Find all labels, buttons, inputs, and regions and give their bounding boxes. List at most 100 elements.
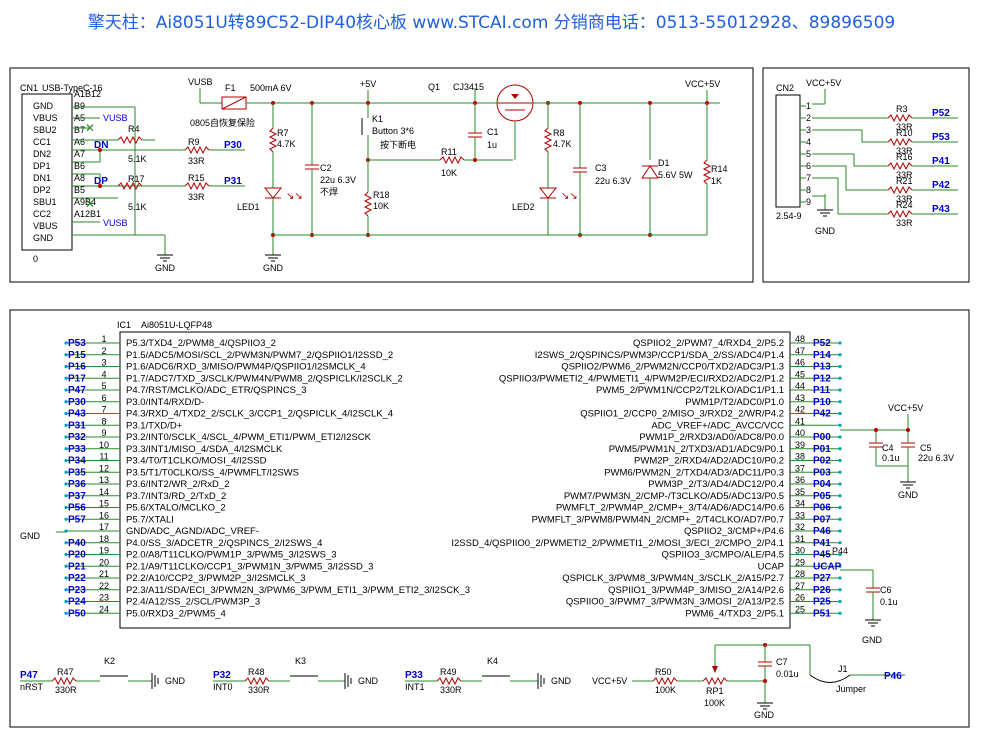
net-vusb-b: VUSB (103, 218, 128, 228)
b-rp1-ref: RP1 (706, 686, 724, 696)
cn1-connector: CN1 USB-TypeC-16 GNDVBUSSBU2CC1DN2DP1DN1… (20, 83, 103, 264)
ic1-right-net: P06 (813, 503, 831, 514)
reset-int-circuits: P47 nRST R47 330R K2 GND P32 INT0 R48 33… (20, 643, 905, 720)
ic1-left-pin-name: P3.4/T0/T1CLKO/MOSI_4/I2SSD (126, 456, 267, 467)
cn1-pin-number: B5 (74, 185, 85, 195)
ic1-left-pin-number: 10 (99, 440, 109, 450)
cn1-pin-name: GND (33, 101, 54, 111)
ic1-left-net: P36 (68, 479, 86, 490)
b-gnd2: GND (358, 676, 379, 686)
ic1-right-pin-name: QSPIIO2_2/PWM7_4/RXD4_2/P5.2 (633, 338, 784, 349)
cn1-pin-number: B9 (74, 101, 85, 111)
ic1-left-pin-number: 14 (99, 487, 109, 497)
ic1-right-pin-name: QSPIIO3_3/CMPO/ALE/P4.5 (662, 550, 785, 561)
ic1-right-pin-number: 31 (795, 534, 805, 544)
ic1-right-pin-name: I2SSD_4/QSPIIO0_2/PWMETI2_2/PWMETI1_2/MO… (451, 538, 784, 549)
c1-val: 1u (487, 140, 497, 150)
ic1-left-pin-number: 2 (101, 346, 106, 356)
ic1-left-pin-name: P1.6/ADC6/RXD_3/MISO/PWM4P/QSPIIO1/I2SMC… (126, 362, 366, 373)
cn2-res-val: 33R (896, 170, 913, 180)
b-p47: P47 (20, 670, 38, 681)
ic1-left-net: P20 (68, 550, 86, 561)
led1: LED1 (237, 202, 260, 212)
c2-ref: C2 (320, 163, 332, 173)
ic1-right-net: P26 (813, 585, 831, 596)
net-vusb-a: VUSB (103, 113, 128, 123)
ic1-left-pin-number: 15 (99, 499, 109, 509)
ic1-left-net: P33 (68, 444, 86, 455)
b-j1-val: Jumper (836, 684, 866, 694)
cn1-pin-name: SBU2 (33, 125, 57, 135)
ic1-left-net: P22 (68, 573, 86, 584)
ic1-right-pin-number: 39 (795, 440, 805, 450)
ic1-right-pin-name: QSPIIO3/PWMETI2_4/PWMETI1_4/PWM2P/ECI/RX… (499, 373, 784, 384)
net-p31: P31 (224, 176, 242, 187)
cn1-zero: 0 (33, 254, 38, 264)
ic1-right-pin-number: 40 (795, 428, 805, 438)
ic1-right-net: P41 (813, 538, 831, 549)
ic1-right-net: P01 (813, 444, 831, 455)
cn2-pin-number: 1 (806, 101, 811, 111)
ic1-left-pin-name: P3.3/INT1/MISO_4/SDA_4/I2SMCLK (126, 444, 283, 455)
cn1-pin-name: DP1 (33, 161, 51, 171)
b-p32: P32 (213, 670, 231, 681)
b-r48-val: 330R (248, 685, 270, 695)
cn2-net-label: P43 (932, 204, 950, 215)
cn2-pin-number: 2 (806, 113, 811, 123)
ic1-left-pin-name: P3.7/INT3/RD_2/TxD_2 (126, 491, 226, 502)
cn2-pin-number: 6 (806, 161, 811, 171)
cn2-res-ref: R10 (896, 128, 913, 138)
c1-ref: C1 (487, 127, 499, 137)
ic1-right-pin-number: 48 (795, 334, 805, 344)
ic1-right-pin-number: 41 (795, 416, 805, 426)
c4-ref: C4 (882, 443, 894, 453)
svg-text:✕: ✕ (85, 121, 95, 135)
ic1-right-pin-number: 45 (795, 369, 805, 379)
mcu-block (9, 309, 970, 728)
b-gnd1: GND (165, 676, 186, 686)
cn2-pin-number: 5 (806, 149, 811, 159)
d1-val: 5.6V 5W (658, 170, 693, 180)
ic1-right-pin-name: QSPIIO1_2/CCP0_2/MISO_3/RXD2_2/WR/P4.2 (580, 409, 784, 420)
ic1-left-pin-name: P2.2/A10/CCP2_3/PWM2P_3/I2SMCLK_3 (126, 573, 306, 584)
ic1-left-net: P21 (68, 561, 86, 572)
ic1-left-pin-number: 23 (99, 593, 109, 603)
ic1-name: Ai8051U-LQFP48 (141, 320, 212, 330)
r18-val: 10K (373, 201, 389, 211)
ic1-right-pin-name: PWM6/PWM2N_2/TXD4/AD3/ADC11/P0.3 (604, 467, 784, 478)
b-rp1-val: 100K (704, 698, 725, 708)
cn1-ref: CN1 (20, 83, 38, 93)
ic1-left-pin-number: 3 (101, 358, 106, 368)
r18-ref: R18 (373, 190, 390, 200)
r15-val: 33R (188, 192, 205, 202)
ic1-left-net: P16 (68, 362, 86, 373)
cn1-wiring: GND VUSB ✕ R4 5.1K DN R9 33R P30 DP R17 … (72, 106, 245, 273)
ic1-left-pin-name: P5.0/RXD3_2/PWM5_4 (126, 608, 226, 619)
ic1-right-net: P05 (813, 491, 831, 502)
ic1-right-pin-name: PWM2P_2/RXD4/AD2/ADC10/P0.2 (634, 456, 784, 467)
b-k2: K2 (104, 656, 115, 666)
q1-ref: Q1 (428, 82, 440, 92)
ic1-right-pin-number: 36 (795, 475, 805, 485)
ic1-right-pin-number: 28 (795, 569, 805, 579)
ic1-left-pin-number: 7 (101, 405, 106, 415)
ic1-left-pin-number: 20 (99, 557, 109, 567)
ic1-left-pin-name: P3.6/INT2/WR_2/RxD_2 (126, 479, 229, 490)
ic1-left-pin-number: 6 (101, 393, 106, 403)
k1-val: Button 3*6 (372, 126, 414, 136)
ic1-left-pin-name: P2.3/A11/SDA/ECI_3/PWM2N_3/PWM6_3/PWM_ET… (126, 585, 470, 596)
ic1-right-pin-number: 47 (795, 346, 805, 356)
ic1-right-pin-number: 25 (795, 604, 805, 614)
ic1-right-pin-name: PWM6_4/TXD3_2/P5.1 (685, 608, 784, 619)
ic1-left-pin-name: P3.2/INT0/SCLK_4/SCL_4/PWM_ETI1/PWM_ETI2… (126, 432, 372, 443)
ic1-left-net: P35 (68, 467, 86, 478)
ic1-left-pin-number: 11 (99, 452, 108, 462)
ic1-right-net: P13 (813, 362, 831, 373)
ic1-right-pin-name: PWM1P/T2/ADC0/P1.0 (685, 397, 784, 408)
ic1-left-pin-name: P4.7/RST/MCLKO/ADC_ETR/QSPINCS_3 (126, 385, 307, 396)
vusb-top: VUSB (188, 77, 213, 87)
ic1-vcc5v: VCC+5V (888, 403, 923, 413)
ic1-left-pin-name: P2.4/A12/SS_2/SCL/PWM3P_3 (126, 597, 260, 608)
ic1-left-net: P30 (68, 397, 86, 408)
ic1-left-net: P56 (68, 503, 86, 514)
